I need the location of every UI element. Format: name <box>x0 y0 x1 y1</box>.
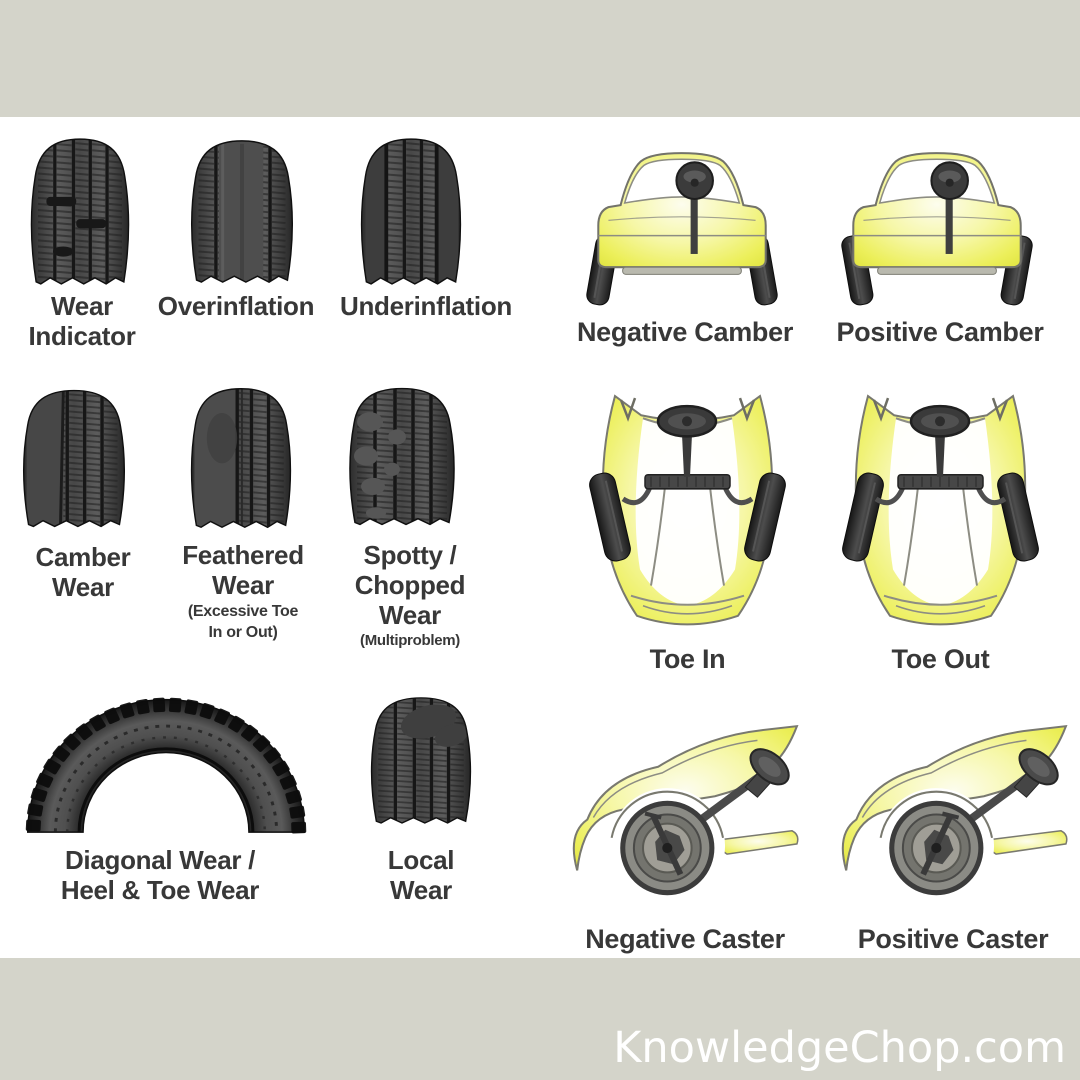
label-toe-out: Toe Out <box>838 644 1043 675</box>
label-positive-camber: Positive Camber <box>820 317 1060 348</box>
tire-overinflation-icon <box>190 140 294 283</box>
label-overinflation: Overinflation <box>140 291 332 321</box>
label-negative-caster: Negative Caster <box>565 924 805 955</box>
figure-diagonal-heel-toe-wear <box>8 692 324 834</box>
car-negative-camber-icon <box>586 152 778 306</box>
label-underinflation: Underinflation <box>326 291 526 321</box>
label-line: Wear <box>379 600 441 630</box>
car-toe-out-icon <box>842 394 1039 626</box>
figure-positive-camber <box>833 144 1041 312</box>
label-line: Negative Caster <box>585 924 785 954</box>
label-subnote: (Multiproblem) <box>360 632 460 649</box>
figure-toe-out <box>838 388 1043 638</box>
label-subnote: In or Out) <box>208 624 278 641</box>
label-line: Wear <box>212 570 274 600</box>
tire-spotty-chopped-icon <box>349 387 455 526</box>
label-spotty-chopped-wear: Spotty / Chopped Wear (Multiproblem) <box>330 540 490 650</box>
label-line: Positive Caster <box>857 924 1049 954</box>
car-positive-caster-icon <box>841 724 1068 904</box>
label-diagonal-heel-toe-wear: Diagonal Wear / Heel & Toe Wear <box>0 845 320 905</box>
figure-negative-caster <box>563 716 801 914</box>
figure-positive-caster <box>832 716 1070 914</box>
figure-overinflation <box>184 132 300 290</box>
label-negative-camber: Negative Camber <box>565 317 805 348</box>
figure-camber-wear <box>16 382 132 534</box>
diagram-panel: Wear Indicator Overinflation Underinflat… <box>0 117 1080 958</box>
tire-camber-wear-icon <box>22 389 126 528</box>
figure-underinflation <box>354 130 468 292</box>
label-line: Local <box>387 845 455 875</box>
tire-underinflation-icon <box>360 138 462 285</box>
label-line: Positive Camber <box>836 317 1044 347</box>
label-subnote: (Excessive Toe <box>187 603 299 620</box>
tire-local-wear-icon <box>370 697 472 824</box>
label-line: Wear <box>390 875 452 905</box>
figure-wear-indicator <box>24 130 136 292</box>
figure-spotty-chopped-wear <box>342 380 462 532</box>
car-negative-caster-icon <box>572 724 799 904</box>
label-camber-wear: Camber Wear <box>8 542 158 602</box>
label-positive-caster: Positive Caster <box>833 924 1073 955</box>
label-line: Heel & Toe Wear <box>60 875 260 905</box>
label-line: Camber <box>35 542 131 572</box>
label-line: Wear <box>52 572 114 602</box>
label-line: Feathered <box>182 540 304 570</box>
figure-local-wear <box>364 690 478 830</box>
label-line: Indicator <box>28 321 136 351</box>
label-line: Spotty / <box>363 540 457 570</box>
label-wear-indicator: Wear Indicator <box>8 291 156 351</box>
label-line: Underinflation <box>339 291 512 321</box>
label-toe-in: Toe In <box>585 644 790 675</box>
label-line: Diagonal Wear / <box>64 845 256 875</box>
car-positive-camber-icon <box>841 152 1033 306</box>
label-line: Overinflation <box>157 291 315 321</box>
tire-wear-indicator-icon <box>30 138 130 285</box>
tire-feathered-wear-icon <box>190 387 292 529</box>
label-local-wear: Local Wear <box>356 845 486 905</box>
label-feathered-wear: Feathered Wear (Excessive Toe In or Out) <box>158 540 328 642</box>
tire-diagonal-heel-toe-icon <box>25 697 307 834</box>
figure-toe-in <box>585 388 790 638</box>
label-line: Chopped <box>354 570 466 600</box>
label-line: Negative Camber <box>576 317 794 347</box>
figure-feathered-wear <box>184 380 298 535</box>
car-toe-in-icon <box>589 394 786 626</box>
label-line: Toe In <box>649 644 726 674</box>
figure-negative-camber <box>578 144 786 312</box>
label-line: Wear <box>51 291 113 321</box>
label-line: Toe Out <box>891 644 990 674</box>
watermark: KnowledgeChop.com <box>613 1023 1066 1073</box>
